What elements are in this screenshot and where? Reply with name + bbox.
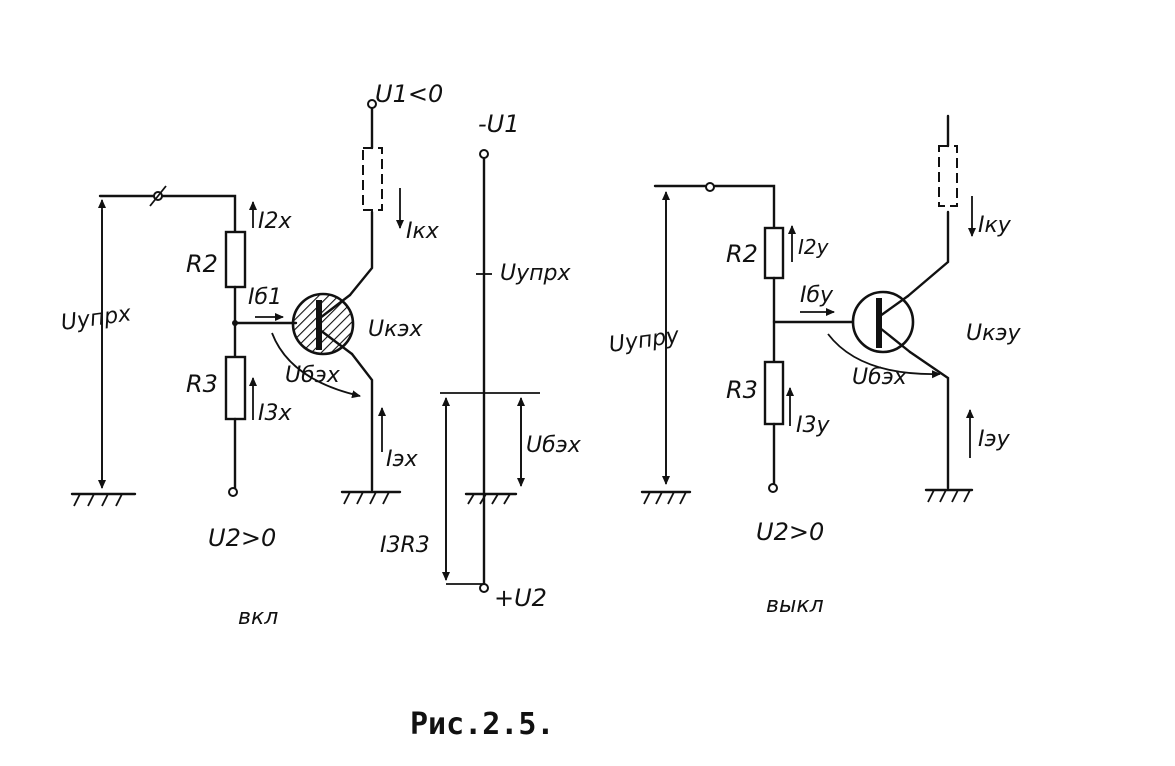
right-uke-label: Uкэy bbox=[966, 321, 1021, 346]
right-ik-label: Iкy bbox=[978, 213, 1012, 238]
left-i2-label: I2x bbox=[258, 209, 292, 234]
left-collector-wire bbox=[348, 210, 374, 297]
right-r3-label: R3 bbox=[726, 376, 758, 404]
right-i3-label: I3y bbox=[796, 413, 830, 438]
left-control-voltage-label: Uупрx bbox=[59, 301, 133, 336]
right-resistor-r2 bbox=[763, 226, 785, 280]
left-transistor bbox=[291, 292, 355, 356]
right-ube-arrow bbox=[827, 333, 941, 379]
right-ground-2 bbox=[924, 488, 974, 503]
left-ube-label: Uбэx bbox=[285, 363, 341, 388]
left-supply-terminal bbox=[367, 99, 377, 109]
left-bottom-terminal bbox=[228, 487, 238, 497]
axis-control-label: Uупрx bbox=[500, 261, 571, 286]
left-ground-1 bbox=[70, 492, 137, 507]
right-transistor bbox=[851, 290, 915, 354]
right-u2-label: U2>0 bbox=[756, 518, 824, 546]
left-ib-label: Iб1 bbox=[248, 285, 282, 310]
axis-top-label: -U1 bbox=[478, 110, 520, 138]
left-r2-label: R2 bbox=[186, 250, 218, 278]
axis-ground bbox=[464, 492, 518, 505]
right-ube-label: Uбэx bbox=[852, 365, 908, 390]
left-input-wire bbox=[98, 194, 237, 234]
left-u2-label: U2>0 bbox=[208, 524, 276, 552]
axis-bottom-label: +U2 bbox=[494, 584, 547, 612]
right-i2-label: I2y bbox=[798, 235, 830, 259]
right-ie-label: Iэy bbox=[978, 427, 1011, 452]
right-input-wire bbox=[653, 184, 776, 230]
left-ie-label: Iэx bbox=[386, 447, 419, 472]
right-collector-wire bbox=[906, 210, 950, 298]
left-r3-label: R3 bbox=[186, 370, 218, 398]
left-i3-label: I3x bbox=[258, 401, 292, 426]
right-input-terminal bbox=[705, 182, 715, 192]
right-bottom-terminal bbox=[768, 483, 778, 493]
right-control-voltage-label: Uупрy bbox=[607, 323, 681, 358]
left-resistor-r2 bbox=[224, 230, 247, 289]
right-state-label: выкл bbox=[766, 593, 824, 618]
left-resistor-r3 bbox=[224, 355, 247, 421]
right-resistor-r3 bbox=[763, 360, 785, 426]
left-uke-label: Uкэx bbox=[368, 317, 423, 342]
left-ube-arrow bbox=[271, 332, 361, 399]
left-ground-2 bbox=[340, 490, 402, 505]
axis-ube-label: Uбэx bbox=[526, 433, 582, 458]
axis-drop-label: I3R3 bbox=[380, 533, 430, 558]
left-state-label: вкл bbox=[238, 605, 278, 630]
right-r2-label: R2 bbox=[726, 240, 758, 268]
right-emitter-wire bbox=[908, 350, 950, 490]
potential-axis: -U1 Uупрx Uбэx I3R3 +U2 bbox=[380, 110, 582, 612]
left-supply-label: U1<0 bbox=[375, 80, 443, 108]
figure-caption: Рис.2.5. bbox=[410, 707, 555, 742]
left-emitter-wire bbox=[350, 352, 374, 492]
left-load bbox=[362, 147, 383, 211]
right-circuit: I2y R2 Iбy R3 I3y Iкy Uкэy Uбэx Iэy U2>0… bbox=[607, 114, 1021, 618]
right-ground-1 bbox=[640, 490, 692, 505]
right-load bbox=[938, 145, 958, 207]
right-ib-label: Iбy bbox=[800, 283, 834, 308]
left-ik-label: Iкx bbox=[406, 219, 440, 244]
